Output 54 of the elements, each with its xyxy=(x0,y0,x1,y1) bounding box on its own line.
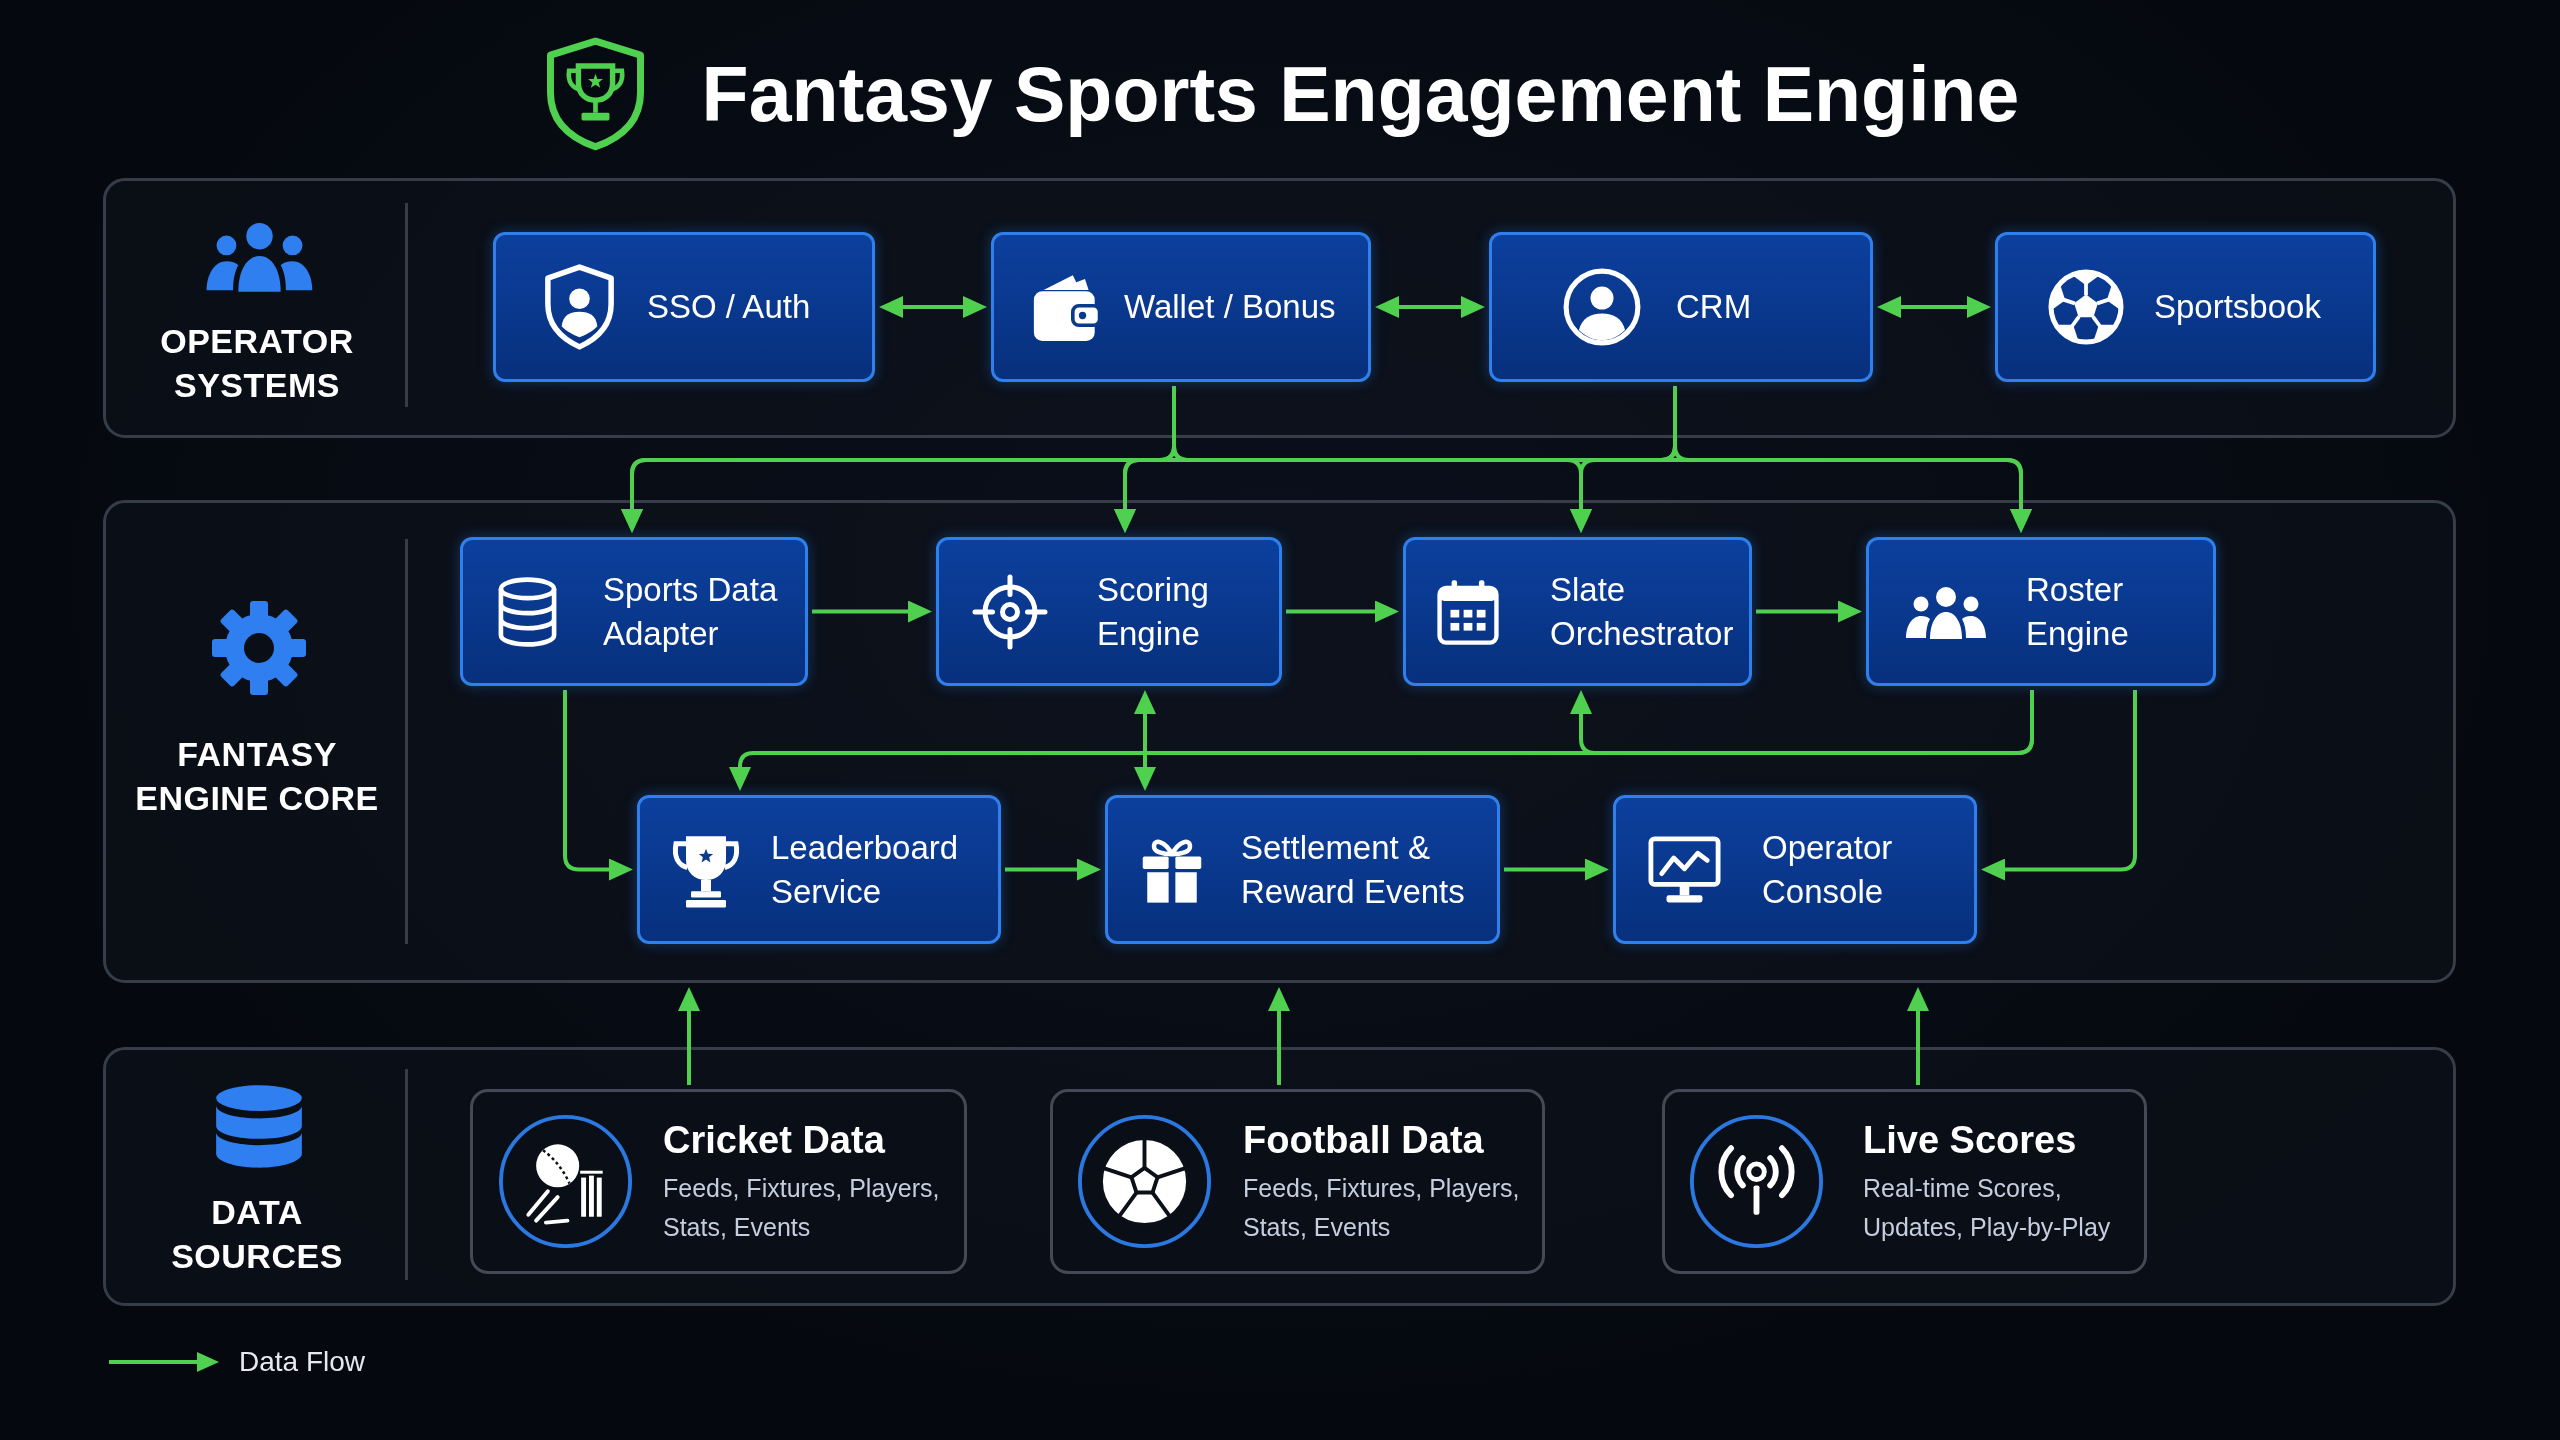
node-label: Operator Console xyxy=(1762,827,1894,912)
arrow xyxy=(678,987,700,1085)
arrow xyxy=(1504,858,1609,881)
card-heading: Football Data xyxy=(1243,1117,1485,1163)
node-label: Wallet / Bonus xyxy=(1124,287,1336,327)
band-label: FANTASY ENGINE CORE xyxy=(134,734,380,819)
process-box xyxy=(1613,795,1977,944)
node-label: SSO / Auth xyxy=(647,287,811,327)
arrow xyxy=(729,690,2034,791)
node-label: Scoring Engine xyxy=(1097,569,1210,654)
process-box xyxy=(1866,537,2216,686)
process-box xyxy=(1489,232,1873,382)
band-label: OPERATOR SYSTEMS xyxy=(159,321,355,406)
double-arrow xyxy=(1877,296,1991,318)
process-box xyxy=(493,232,875,382)
node-label: Leaderboard Service xyxy=(771,827,960,912)
arrow xyxy=(1005,858,1101,881)
data-source-card xyxy=(470,1089,967,1274)
double-arrow xyxy=(879,296,987,318)
card-heading: Cricket Data xyxy=(663,1117,886,1163)
system-band xyxy=(103,500,2456,983)
arrow xyxy=(1907,987,1929,1085)
card-body: Real-time Scores, Updates, Play-by-Play xyxy=(1863,1172,2112,1243)
process-box xyxy=(991,232,1371,382)
legend-label: Data Flow xyxy=(239,1346,366,1378)
node-label: Sports Data Adapter xyxy=(603,569,779,654)
node-label: Settlement & Reward Events xyxy=(1241,827,1466,912)
arrow xyxy=(1981,690,2137,881)
arrow xyxy=(1286,600,1399,623)
band-label: DATA SOURCES xyxy=(170,1192,344,1277)
process-box xyxy=(637,795,1001,944)
data-source-card xyxy=(1050,1089,1545,1274)
card-heading: Live Scores xyxy=(1863,1117,2078,1163)
process-box xyxy=(460,537,808,686)
node-label: CRM xyxy=(1676,287,1752,327)
diagram-title: Fantasy Sports Engagement Engine xyxy=(701,50,2020,139)
system-band xyxy=(103,178,2456,438)
process-box xyxy=(1105,795,1500,944)
process-box xyxy=(936,537,1282,686)
data-source-card xyxy=(1662,1089,2147,1274)
arrow xyxy=(1756,600,1862,623)
double-arrow xyxy=(1375,296,1485,318)
arrow xyxy=(812,600,932,623)
node-label: Roster Engine xyxy=(2026,569,2130,654)
node-label: Sportsbook xyxy=(2154,287,2321,327)
process-box xyxy=(1403,537,1752,686)
arrow xyxy=(1268,987,1290,1085)
card-body: Feeds, Fixtures, Players, Stats, Events xyxy=(1243,1172,1521,1243)
system-band xyxy=(103,1047,2456,1306)
process-box xyxy=(1995,232,2376,382)
arrow xyxy=(563,690,633,881)
node-label: Slate Orchestrator xyxy=(1550,569,1735,654)
double-arrow xyxy=(1134,690,1156,791)
card-body: Feeds, Fixtures, Players, Stats, Events xyxy=(663,1172,941,1243)
